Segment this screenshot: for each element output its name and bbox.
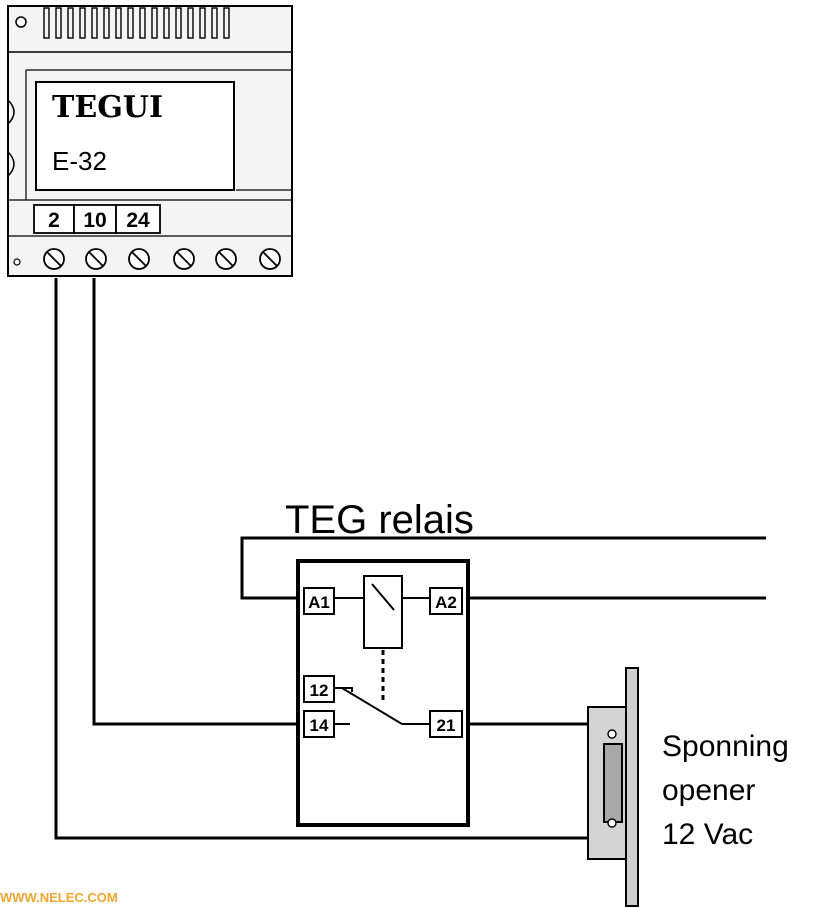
device-mount-hole (15, 16, 27, 28)
device-led-dot (13, 258, 21, 266)
lock-label-line-2: opener (662, 774, 755, 807)
wire-terminal-2-to-lock (54, 278, 588, 840)
device-side-clip-top (7, 99, 15, 125)
device-brand: TEGUI (52, 90, 163, 125)
wires (54, 278, 766, 840)
relay-pin-14: 14 (310, 716, 329, 735)
device-terminal-labels: 2 10 24 (33, 204, 161, 234)
screw-terminal (173, 248, 195, 270)
screw-terminal (43, 248, 65, 270)
screw-terminal (85, 248, 107, 270)
lock-label-line-1: Sponning (662, 730, 789, 763)
relay-pin-a2-box (429, 587, 463, 615)
lock-label-line-3: 12 Vac (662, 818, 753, 851)
screw-terminal (128, 248, 150, 270)
lock-screw-bottom (607, 818, 617, 828)
device-screw-terminals (43, 248, 281, 270)
relay-pin-a1: A1 (308, 593, 330, 612)
screw-terminal (215, 248, 237, 270)
terminal-label-24: 24 (126, 209, 150, 232)
device-side-clip-bottom (7, 151, 15, 177)
relay-pin-21: 21 (437, 716, 456, 735)
relay-coil-symbol (334, 575, 430, 649)
lock-strike (603, 743, 623, 823)
relay-contact-symbol (334, 687, 430, 725)
screw-terminal (259, 248, 281, 270)
relay-pin-a1-box (303, 587, 335, 615)
relay-title: TEG relais (285, 498, 474, 542)
lock-screw-top (607, 729, 617, 739)
wire-a1-feed (240, 536, 766, 600)
device-model: E-32 (52, 146, 107, 176)
terminal-label-10: 10 (83, 209, 106, 232)
watermark: WWW.NELEC.COM (0, 890, 118, 905)
wire-terminal-10-to-relay-14 (92, 278, 304, 726)
device-module: TEGUI E-32 2 10 24 (7, 5, 293, 277)
relay-pin-a2: A2 (435, 593, 457, 612)
teg-relay: TEG relais A1 A2 12 14 21 (285, 498, 474, 827)
lock-plate (625, 667, 639, 907)
device-vent-slots (43, 7, 230, 39)
door-opener: Sponning opener 12 Vac (587, 667, 789, 907)
device-label-panel (35, 81, 235, 191)
terminal-label-2: 2 (48, 209, 60, 232)
relay-pin-12: 12 (310, 681, 329, 700)
